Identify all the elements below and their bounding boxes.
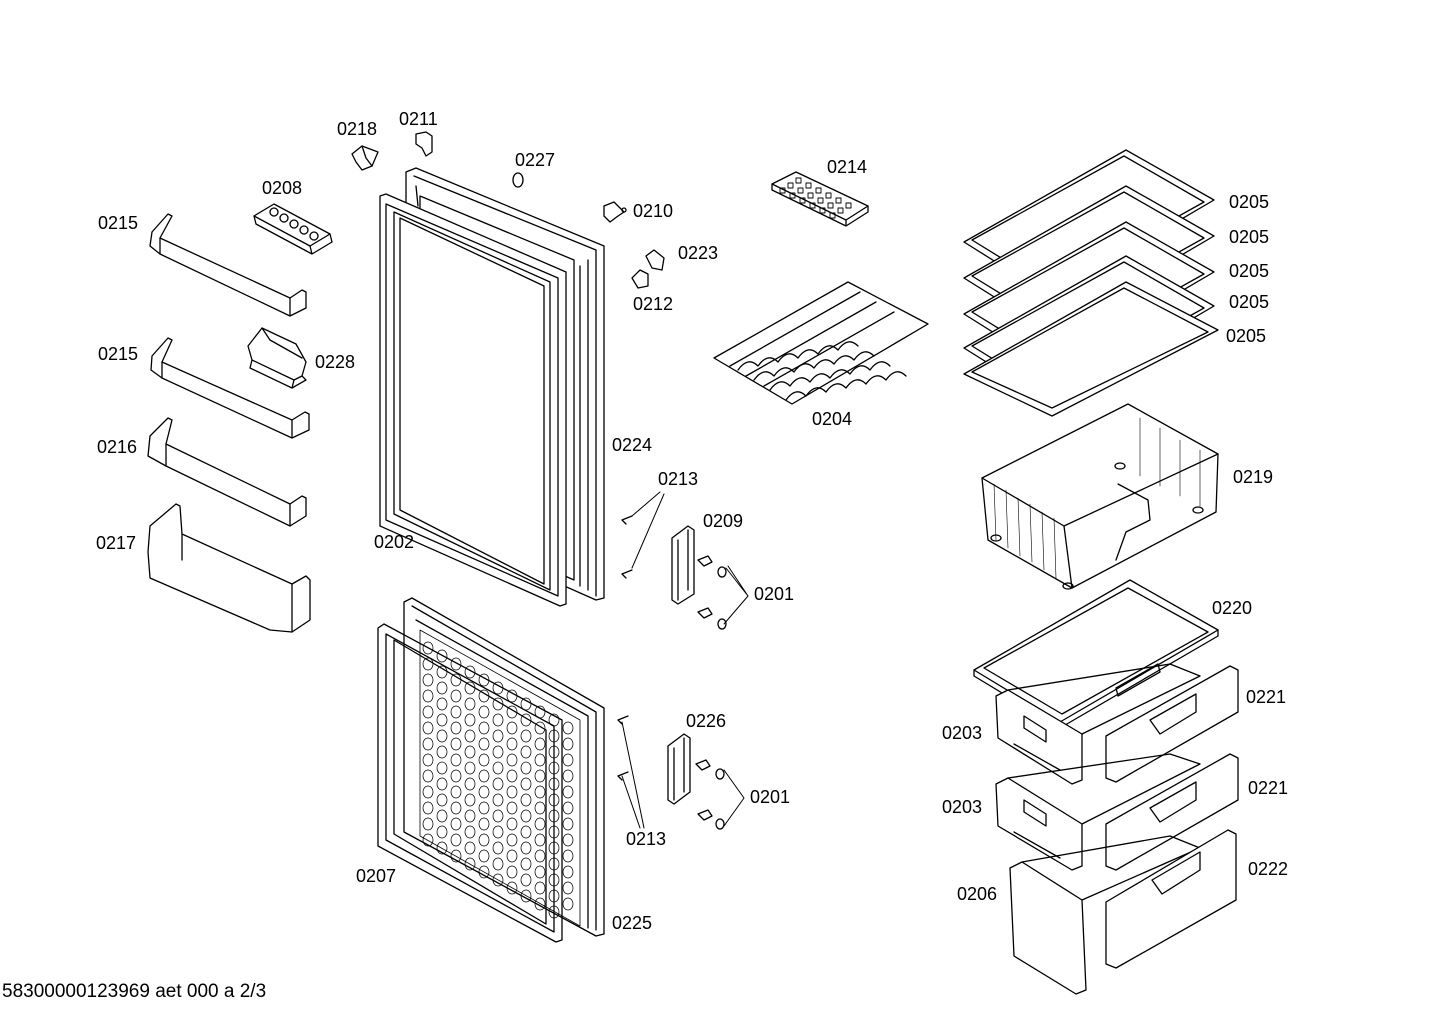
callout-0225: 0225 [612,913,653,933]
callout-0215-upper: 0215 [98,213,139,233]
drawer-0203-upper [995,663,1201,785]
callout-0211: 0211 [399,109,438,129]
callout-0213-lower: 0213 [626,829,667,849]
callout-0201-lower: 0201 [750,787,791,807]
callout-0205-5: 0205 [1226,326,1267,346]
drawer-0203-lower [995,753,1201,871]
callout-0203-upper: 0203 [942,723,983,743]
leader-lines [621,491,749,829]
screws-0213-lower [617,715,629,781]
callout-0208: 0208 [262,178,303,198]
callout-0221-upper: 0221 [1246,687,1287,707]
callout-0207: 0207 [356,866,397,886]
callout-0205-2: 0205 [1229,227,1270,247]
callout-0216: 0216 [97,437,138,457]
door-gasket-0207 [377,623,563,943]
bottle-rack-0204 [713,281,929,405]
callout-0212: 0212 [633,294,674,314]
door-shelf-0215-upper [149,213,307,317]
lower-door-0225 [403,597,605,937]
door-shelf-0215-lower [150,337,310,439]
screws-0213-upper [621,515,633,579]
crisper-bin-0219 [981,403,1219,590]
callout-0217: 0217 [96,533,137,553]
callout-0220: 0220 [1212,598,1253,618]
plug-0227 [512,172,524,188]
hinge-clip-0211 [415,131,433,157]
freezer-drawer-0206 [1009,835,1201,995]
callout-0227: 0227 [515,150,556,170]
drawer-front-0221-upper [1105,665,1239,783]
screws-0201-lower [695,759,725,830]
callout-0205-3: 0205 [1229,261,1270,281]
hinge-part-0223 [645,249,665,271]
callout-0228: 0228 [315,352,356,372]
butter-box-0228 [247,327,307,389]
callout-0204: 0204 [812,409,853,429]
hinge-part-0212 [631,269,649,289]
callout-0209: 0209 [703,511,744,531]
callout-0218: 0218 [337,119,378,139]
door-shelf-0217 [147,503,311,633]
callout-0215-lower: 0215 [98,344,139,364]
document-id: 58300000123969 aet 000 a 2/3 [2,981,267,1002]
callout-0210: 0210 [633,201,674,221]
callout-0223: 0223 [678,243,719,263]
callout-0201-upper: 0201 [754,584,795,604]
callout-0222: 0222 [1248,859,1289,879]
hinge-cover-0218 [351,145,379,171]
freezer-drawer-front-0222 [1105,829,1237,969]
screws-0201-upper [697,555,727,630]
door-shelf-0216 [147,417,307,527]
egg-tray-0208 [253,203,333,255]
callout-0219: 0219 [1233,467,1274,487]
callout-0221-lower: 0221 [1248,778,1289,798]
callout-0206: 0206 [957,884,998,904]
callout-0205-4: 0205 [1229,292,1270,312]
glass-shelf-0205-5 [963,281,1219,417]
callout-0203-lower: 0203 [942,797,983,817]
callout-0224: 0224 [612,435,653,455]
callout-0213-upper: 0213 [658,469,699,489]
callout-0226: 0226 [686,711,727,731]
handle-0209 [671,525,695,605]
callout-0214: 0214 [827,157,868,177]
handle-0226 [667,733,691,805]
door-gasket-0202 [379,193,567,607]
ice-tray-0214 [771,171,869,227]
callout-0202: 0202 [374,532,415,552]
hinge-part-0210 [603,201,627,223]
callout-0205-1: 0205 [1229,192,1270,212]
